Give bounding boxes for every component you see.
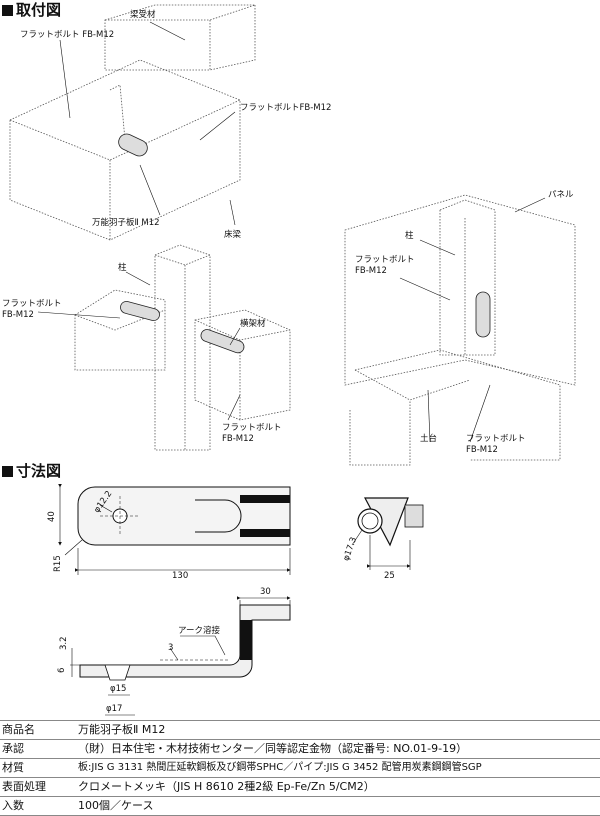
label-panel: パネル (548, 190, 574, 200)
spec-row: 承認 （財）日本住宅・木材技術センター／同等認定金物（認定番号: NO.01-9-… (0, 739, 600, 758)
section-title-text: 寸法図 (16, 462, 62, 480)
section-title-text: 取付図 (16, 1, 62, 19)
label-horizontal-frame: 横架材 (240, 318, 266, 329)
spec-key: 商品名 (2, 723, 35, 736)
label-flat-bolt-left-2: FB-M12 (2, 310, 34, 320)
spec-key: 入数 (2, 799, 24, 812)
dim-length: 130 (172, 571, 188, 581)
section-title-install: 取付図 (2, 1, 61, 19)
spec-row: 材質 板:JIS G 3131 熱間圧延軟鋼板及び鋼帯SPHC／パイプ:JIS G… (0, 758, 600, 777)
dim-width: 25 (384, 571, 395, 581)
spec-row: 表面処理 クロメートメッキ（JIS H 8610 2種2級 Ep-Fe/Zn 5/… (0, 777, 600, 796)
label-flat-bolt-left-1: フラットボルト (2, 299, 62, 309)
end-view-drawing (357, 497, 424, 547)
spec-value: （財）日本住宅・木材技術センター／同等認定金物（認定番号: NO.01-9-19… (78, 742, 468, 755)
label-column-mid: 柱 (118, 262, 127, 273)
hardware-right (475, 291, 491, 338)
label-sill: 土台 (420, 433, 437, 444)
spec-value: 板:JIS G 3131 熱間圧延軟鋼板及び鋼帯SPHC／パイプ:JIS G 3… (78, 762, 482, 773)
label-flat-bolt-1: フラットボルト FB-M12 (20, 30, 114, 40)
section-title-dimensions: 寸法図 (2, 462, 61, 480)
dim-height: 40 (47, 511, 57, 522)
hardware-top (118, 133, 148, 157)
dim-boss-17: φ17 (106, 704, 122, 714)
label-flat-bolt-bottom-2: FB-M12 (222, 434, 254, 444)
label-floor-beam: 床梁 (224, 229, 242, 240)
dim-thickness-3-2: 3.2 (59, 636, 69, 650)
spec-table: 商品名 万能羽子板Ⅱ M12 承認 （財）日本住宅・木材技術センター／同等認定金物（… (0, 720, 600, 816)
spec-row: 商品名 万能羽子板Ⅱ M12 (0, 720, 600, 739)
label-flat-bolt-bottom-1: フラットボルト (222, 423, 282, 433)
label-flat-bolt-sill-2: FB-M12 (466, 445, 498, 455)
label-flat-bolt-right-2: FB-M12 (355, 266, 387, 276)
right-assembly-drawing (344, 194, 576, 466)
side-view-drawing (79, 604, 291, 681)
dim-thickness-6: 6 (57, 668, 67, 673)
dim-radius: R15 (53, 555, 63, 572)
dim-boss-15: φ15 (110, 684, 126, 694)
plan-view-drawing (77, 486, 291, 546)
spec-key: 材質 (2, 761, 24, 774)
label-product: 万能羽子板Ⅱ M12 (92, 217, 160, 228)
top-assembly-drawing (9, 4, 256, 241)
hardware-mid-left (120, 300, 160, 322)
label-beam-receiver: 梁受材 (130, 9, 156, 20)
spec-row: 入数 100個／ケース (0, 796, 600, 816)
dim-pipe-diameter: φ17.3 (341, 536, 359, 562)
drawing-canvas: 梁受材 フラットボルト FB-M12 フラットボルトFB-M12 万能羽子板Ⅱ … (2, 4, 576, 716)
square-bullet-icon (2, 466, 13, 477)
label-flat-bolt-right-1: フラットボルト (355, 255, 415, 265)
spec-value: 100個／ケース (78, 799, 154, 812)
dim-thickness-3: 3 (168, 643, 173, 653)
label-flat-bolt-sill-1: フラットボルト (466, 434, 526, 444)
spec-key: 表面処理 (2, 780, 46, 793)
label-flat-bolt-2: フラットボルトFB-M12 (240, 103, 331, 113)
dim-side-30: 30 (260, 587, 271, 597)
spec-value: クロメートメッキ（JIS H 8610 2種2級 Ep-Fe/Zn 5/CM2） (78, 780, 375, 793)
spec-key: 承認 (2, 742, 24, 755)
square-bullet-icon (2, 5, 13, 16)
mid-assembly-drawing (74, 244, 291, 451)
label-column-right: 柱 (405, 230, 414, 241)
hardware-mid-right (200, 329, 245, 354)
label-arc-weld: アーク溶接 (178, 625, 220, 636)
spec-value: 万能羽子板Ⅱ M12 (78, 723, 166, 736)
